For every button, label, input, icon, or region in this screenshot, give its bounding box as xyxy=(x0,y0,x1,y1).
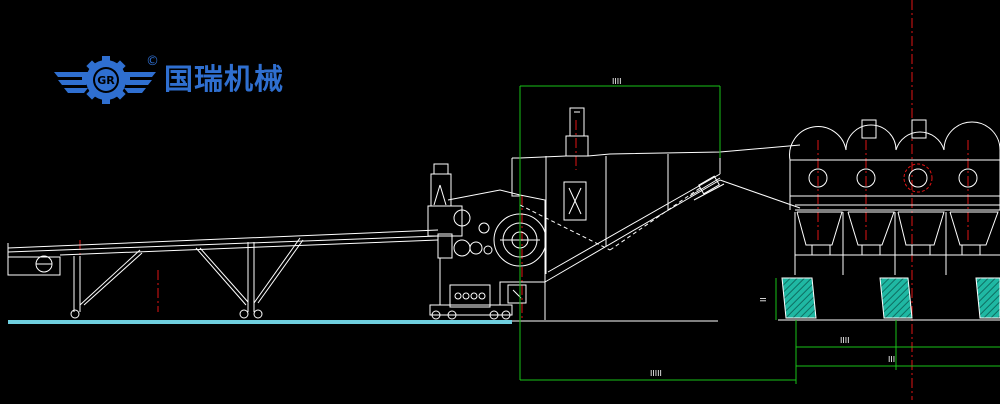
center-lines xyxy=(79,0,969,400)
dimension-label: IIII xyxy=(840,336,849,345)
feeder-crusher xyxy=(427,163,547,320)
infeed-conveyor xyxy=(7,229,439,319)
dimension-label: III xyxy=(888,355,895,364)
dimension-label: IIIII xyxy=(650,369,662,378)
cyclone-collectors xyxy=(789,119,1000,275)
ground-line xyxy=(8,319,1000,324)
dimension-labels: IIII IIIII IIII III II xyxy=(612,77,895,378)
main-drum xyxy=(511,107,801,320)
dimension-label: II xyxy=(759,297,768,302)
dimension-lines xyxy=(519,85,1000,384)
gear-logo-icon: GR © xyxy=(54,54,159,104)
brand-name: 国瑞机械 xyxy=(164,62,285,96)
company-logo: GR © xyxy=(52,50,292,110)
registered-mark-icon: © xyxy=(146,54,159,69)
foundations xyxy=(781,277,1000,319)
dimension-label: IIII xyxy=(612,77,621,86)
logo-badge-text: GR xyxy=(97,74,115,87)
